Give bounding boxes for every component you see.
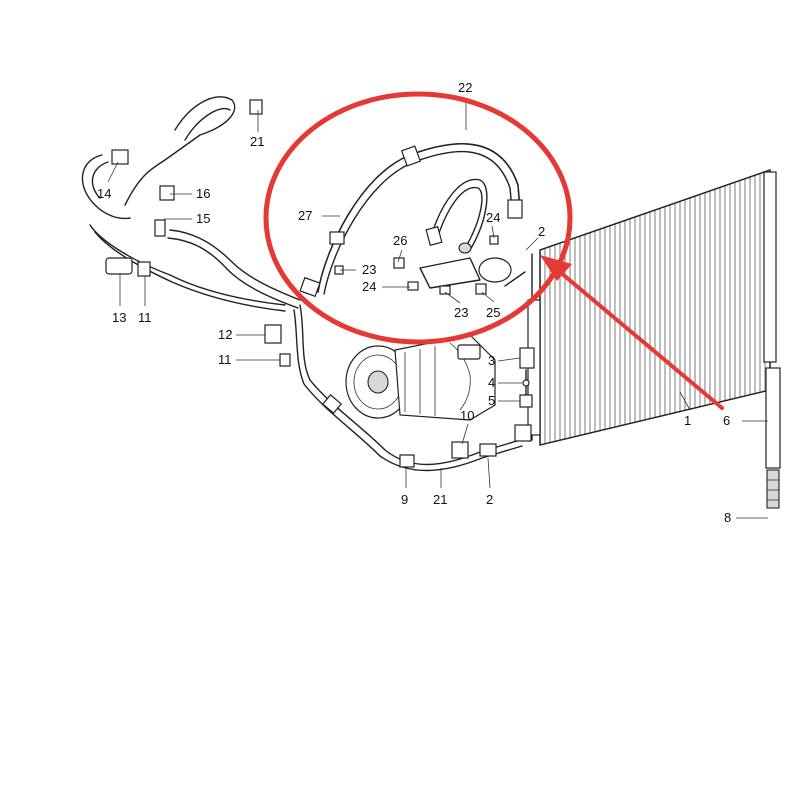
callout-4: 4 [488, 375, 495, 390]
highlight-annotation [263, 91, 724, 410]
callout-1: 1 [684, 413, 691, 428]
callout-23-left: 23 [362, 262, 376, 277]
condenser-icon [527, 169, 771, 446]
callout-labels: 22 21 14 16 15 13 11 12 11 27 26 24 23 2… [97, 80, 731, 525]
callout-2-top: 2 [538, 224, 545, 239]
callout-12: 12 [218, 327, 232, 342]
callout-9: 9 [401, 492, 408, 507]
callout-2-bottom: 2 [486, 492, 493, 507]
callout-15: 15 [196, 211, 210, 226]
callout-16: 16 [196, 186, 210, 201]
callout-22: 22 [458, 80, 472, 95]
fittings [105, 99, 535, 408]
callout-10: 10 [460, 408, 474, 423]
callout-5: 5 [488, 393, 495, 408]
callout-24-right: 24 [486, 210, 500, 225]
callout-14: 14 [97, 186, 111, 201]
callout-8: 8 [724, 510, 731, 525]
callout-21-top: 21 [250, 134, 264, 149]
callout-27: 27 [298, 208, 312, 223]
callout-25: 25 [486, 305, 500, 320]
suction-hose-left [81, 96, 532, 472]
callout-26: 26 [393, 233, 407, 248]
callout-3: 3 [488, 353, 495, 368]
callout-23-bottom: 23 [454, 305, 468, 320]
callout-24-left: 24 [362, 279, 376, 294]
callout-11-left: 11 [138, 310, 152, 325]
callout-6: 6 [723, 413, 730, 428]
receiver-drier-icon [763, 171, 781, 509]
compressor-icon [345, 334, 496, 421]
callout-11-mid: 11 [218, 352, 232, 367]
hose-assembly-22 [299, 143, 523, 298]
callout-13: 13 [112, 310, 126, 325]
leader-lines [107, 98, 768, 519]
callout-21-bottom: 21 [433, 492, 447, 507]
